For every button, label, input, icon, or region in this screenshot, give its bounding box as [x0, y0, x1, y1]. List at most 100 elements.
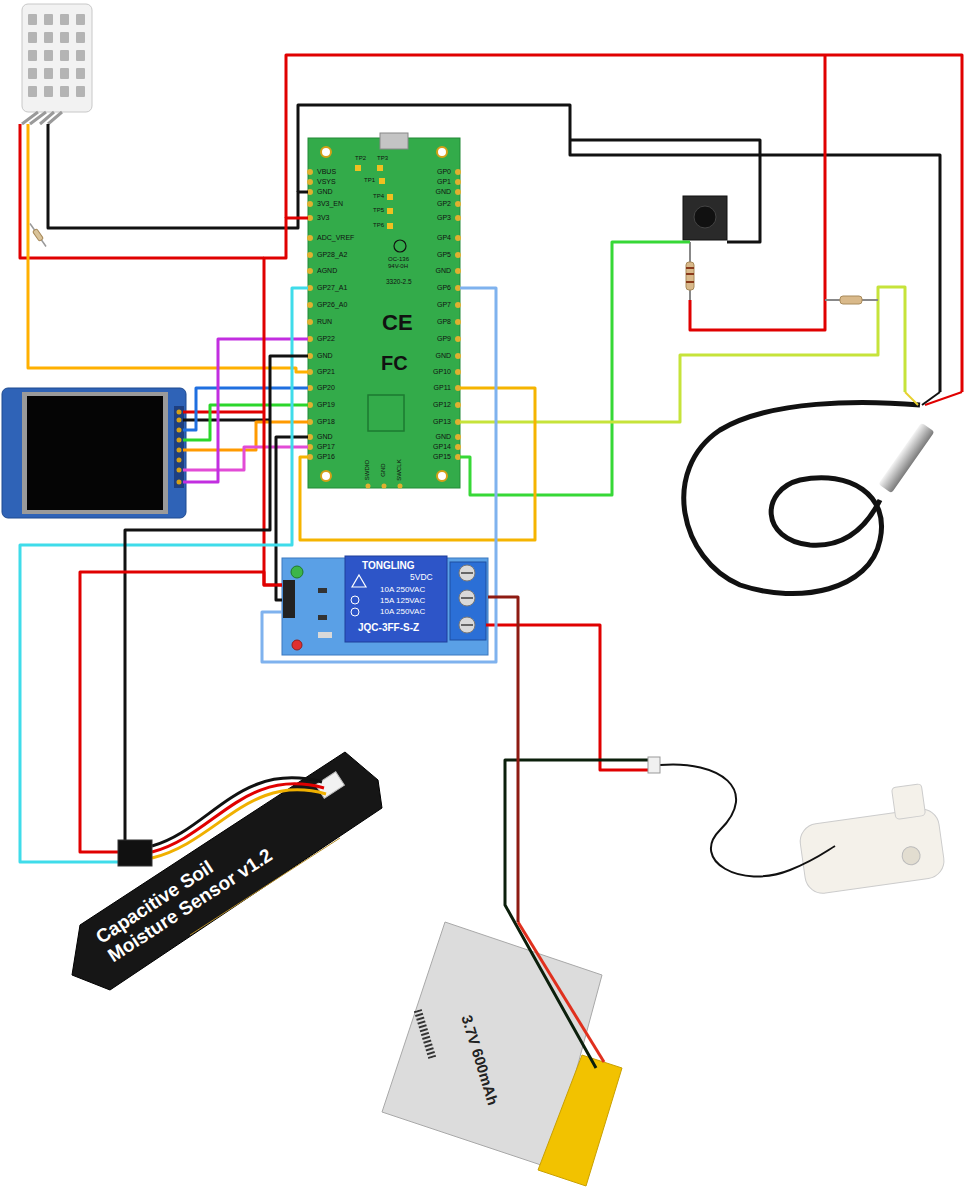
pin-label: GP3: [437, 214, 451, 222]
pin-label: TP6: [373, 222, 384, 229]
push-button: [683, 196, 727, 240]
pin-label: GP15: [433, 453, 451, 461]
resistor-symbol: [33, 229, 44, 242]
pump-lead: [660, 764, 835, 876]
soil-sensor-board: [72, 752, 382, 990]
relay-header: [283, 580, 295, 618]
pin-label: GP17: [317, 443, 335, 451]
wire: [300, 388, 535, 540]
pin-label: GND: [380, 463, 387, 476]
pin-label: 3V3_EN: [317, 200, 343, 208]
pin-label: TP1: [364, 177, 375, 184]
relay-marking: 10A 250VAC: [380, 607, 425, 616]
relay-marking: 10A 250VAC: [380, 585, 425, 594]
mount-hole: [437, 471, 447, 481]
tft-pins: [177, 412, 182, 482]
pin-label: GP7: [437, 301, 451, 309]
wire: [570, 140, 760, 242]
pin-label: GP26_A0: [317, 301, 347, 309]
wire: [80, 572, 282, 852]
cert-logo: [351, 596, 359, 604]
wire: [690, 55, 825, 330]
pin-label: GP5: [437, 251, 451, 259]
pin-label: GP1: [437, 178, 451, 186]
wire: [505, 760, 650, 1068]
pin-label: GP9: [437, 335, 451, 343]
pin-label: GP16: [317, 453, 335, 461]
pin-label: TP4: [373, 193, 384, 200]
relay-marking: 15A 125VAC: [380, 596, 425, 605]
board-marking: CE: [382, 310, 413, 335]
wire: [20, 288, 308, 862]
wire: [460, 287, 905, 422]
mount-hole: [437, 147, 447, 157]
pin-label: GP14: [433, 443, 451, 451]
relay-module: TONGLING5VDC10A 250VAC15A 125VAC10A 250V…: [282, 558, 488, 655]
pin-label: TP2: [355, 155, 366, 162]
pin-label: VBUS: [317, 168, 336, 176]
soil-sensor: Capacitive Soil Moisture Sensor v1.2: [88, 795, 385, 995]
test-pads: [358, 168, 390, 226]
resistor-lead: [30, 224, 46, 247]
screw-slot: [461, 573, 473, 625]
relay-marking: TONGLING: [362, 560, 415, 572]
wire: [88, 851, 118, 854]
pin-label: VSYS: [317, 178, 336, 186]
dht-sensor: [22, 4, 92, 112]
wire: [183, 447, 308, 470]
pico-board: [308, 138, 460, 488]
pin-label: GP6: [437, 284, 451, 292]
pin-pads: [455, 172, 461, 457]
probe-lead: [905, 392, 918, 405]
pin-label: GP22: [317, 335, 335, 343]
warning-mark: [352, 575, 366, 587]
pin-label: GP4: [437, 234, 451, 242]
dht-grille: [28, 14, 90, 102]
pin-label: RUN: [317, 318, 332, 326]
wire: [20, 124, 264, 258]
wire: [48, 124, 308, 228]
pump-outlet: [891, 784, 925, 820]
pin-label: GP27_A1: [317, 284, 347, 292]
wire: [183, 388, 308, 430]
wire: [262, 288, 496, 662]
sensor-print: Capacitive Soil Moisture Sensor v1.2: [92, 825, 277, 966]
relay-led: [292, 640, 302, 650]
pin-label: GP28_A2: [317, 251, 347, 259]
pin-label: AGND: [317, 267, 337, 275]
mount-hole: [321, 147, 331, 157]
mount-hole: [321, 471, 331, 481]
terminal-block: [450, 562, 486, 640]
pin-label: GP8: [437, 318, 451, 326]
cert-logo: [351, 608, 359, 616]
pin-label: GP21: [317, 368, 335, 376]
pin-label: GND: [435, 433, 451, 441]
wire: [488, 597, 518, 922]
board-marking: 3320-2.5: [386, 278, 412, 285]
sensor-cable: [152, 784, 324, 852]
wire: [286, 55, 962, 392]
tft-screen: [27, 396, 163, 510]
pin-label: GP11: [434, 384, 451, 392]
pin-label: SWCLK: [396, 459, 403, 480]
pin-label: GP0: [437, 168, 451, 176]
debug-pads: [368, 484, 400, 489]
pin-label: GP2: [437, 200, 451, 208]
smd-part: [318, 615, 327, 620]
pin-label: SWDIO: [364, 460, 371, 480]
barcode: [414, 1009, 436, 1059]
pin-label: GND: [435, 352, 451, 360]
smd-part: [318, 588, 327, 593]
tft-bezel: [22, 392, 168, 514]
smd-part: [318, 632, 332, 638]
wire: [298, 105, 940, 392]
wire: [88, 861, 118, 864]
pin-label: 3V3: [317, 214, 329, 222]
pin-label: GND: [435, 267, 451, 275]
pin-label: GP18: [317, 418, 335, 426]
wire: [518, 922, 604, 1062]
probe-lead: [922, 392, 940, 405]
battery: 3.7V 600mAh: [382, 922, 625, 1188]
probe-cable: [684, 403, 920, 594]
